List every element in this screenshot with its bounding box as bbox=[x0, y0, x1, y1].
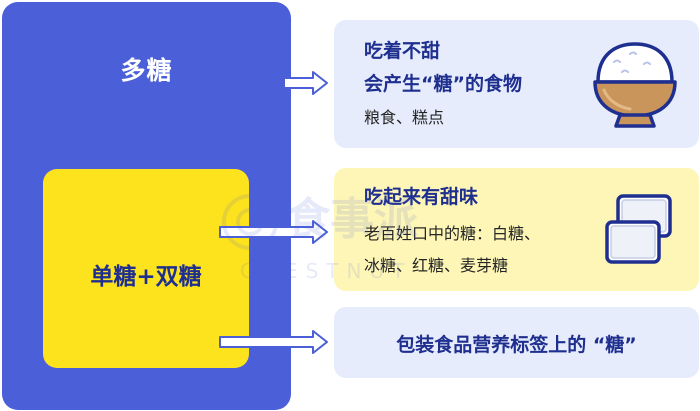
mono-disaccharide-group: 单糖+双糖 bbox=[43, 169, 249, 368]
card-2-title: 吃起来有甜味 bbox=[364, 186, 479, 208]
mono-disaccharide-title: 单糖+双糖 bbox=[90, 264, 202, 290]
card-nutrition-label-sugar: 包装食品营养标签上的 “糖” bbox=[334, 307, 699, 378]
rice-bowl-icon bbox=[593, 42, 677, 128]
sugar-cubes-icon bbox=[605, 194, 672, 264]
arrow-to-card-1 bbox=[283, 71, 328, 95]
polysaccharide-title: 多糖 bbox=[120, 56, 173, 85]
card-1-title-line-1: 吃着不甜 bbox=[364, 40, 441, 62]
card-1-examples: 粮食、糕点 bbox=[364, 108, 445, 127]
arrow-to-card-3 bbox=[219, 330, 328, 354]
card-2-examples-line-1: 老百姓口中的糖：白糖、 bbox=[364, 224, 541, 243]
card-3-label: 包装食品营养标签上的 “糖” bbox=[396, 334, 637, 356]
arrow-to-card-2 bbox=[219, 220, 328, 244]
card-non-sweet-carbs: 吃着不甜 会产生“糖”的食物 粮食、糕点 bbox=[334, 20, 699, 148]
polysaccharide-group: 多糖 单糖+双糖 bbox=[2, 2, 291, 410]
card-2-examples-line-2: 冰糖、红糖、麦芽糖 bbox=[364, 256, 509, 275]
card-sweet-sugars: 吃起来有甜味 老百姓口中的糖：白糖、 冰糖、红糖、麦芽糖 bbox=[334, 168, 699, 291]
card-1-title-line-2: 会产生“糖”的食物 bbox=[364, 73, 522, 95]
